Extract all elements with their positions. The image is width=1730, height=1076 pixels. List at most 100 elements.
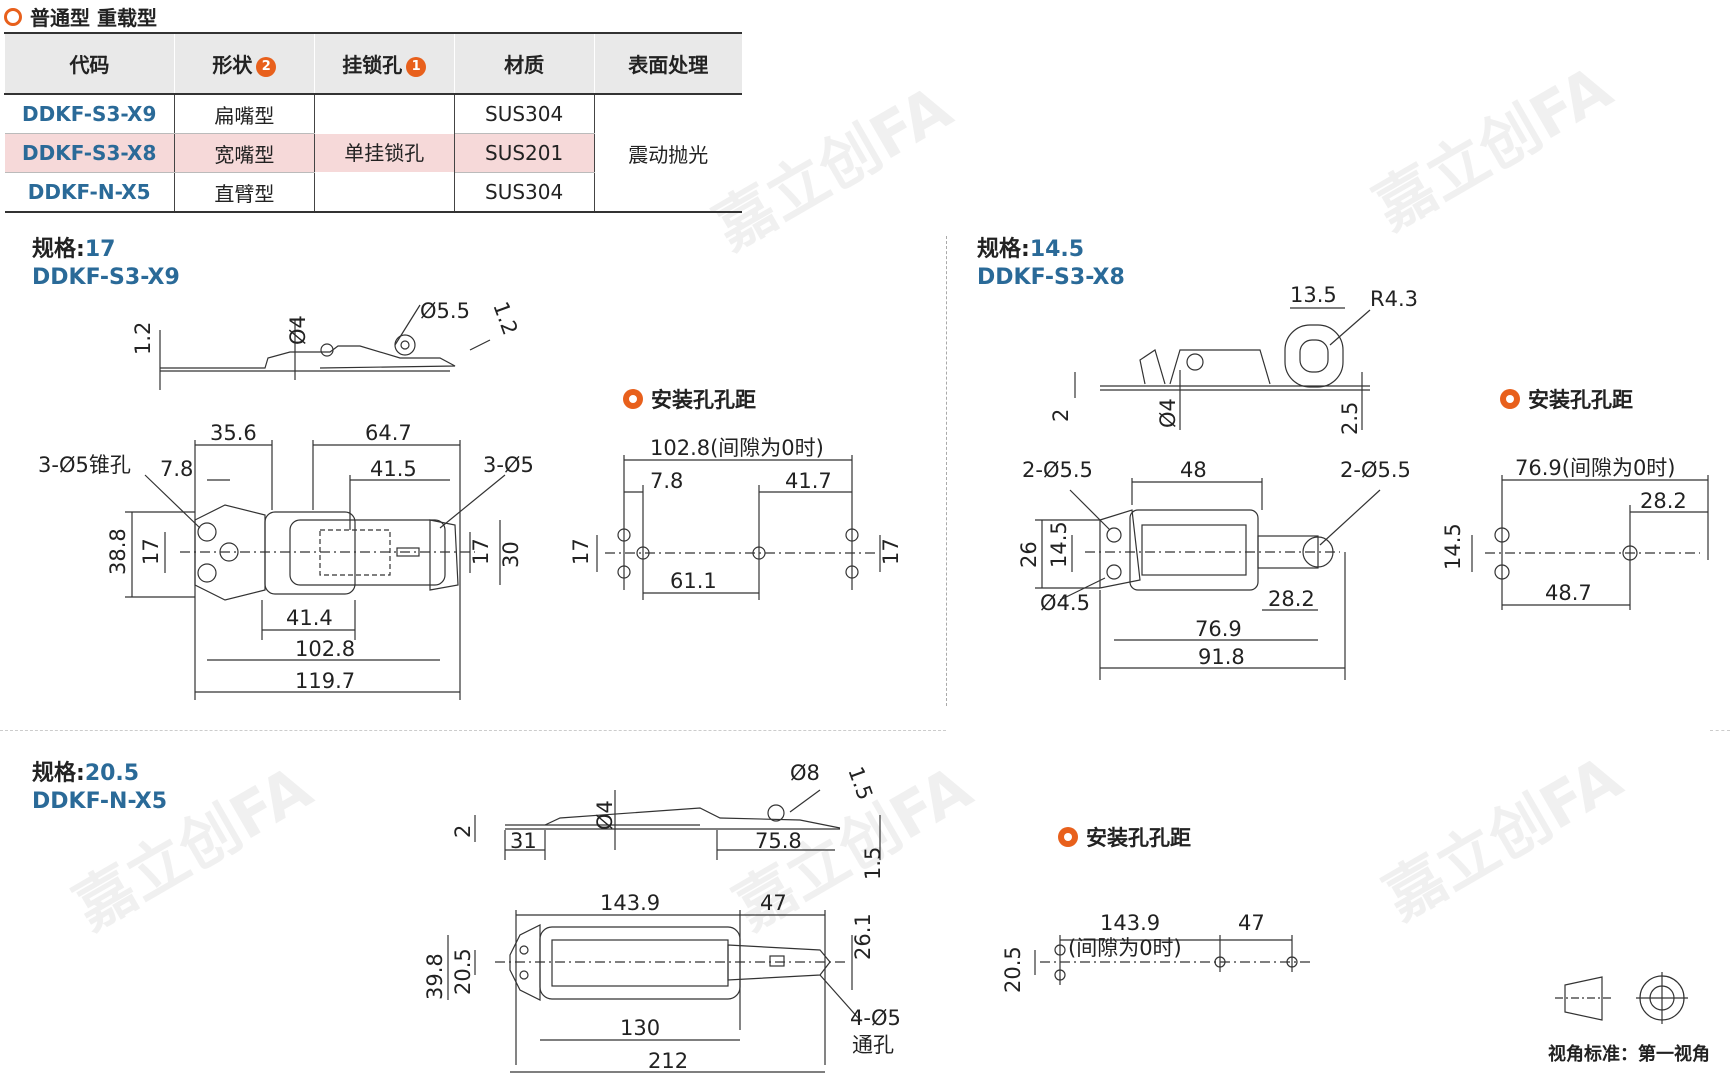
shape-cell: 直臂型 — [174, 172, 315, 213]
view-standard-label: 视角标准：第一视角 — [1548, 1044, 1710, 1065]
x9-top-view — [125, 440, 506, 700]
svg-text:35.6: 35.6 — [210, 421, 257, 445]
svg-text:41.7: 41.7 — [785, 469, 832, 493]
table-row: DDKF-S3-X9 扁嘴型 单挂锁孔 SUS304 震动抛光 — [4, 94, 742, 213]
x8-hole-pattern — [1471, 475, 1709, 610]
svg-text:64.7: 64.7 — [365, 421, 412, 445]
svg-text:28.2: 28.2 — [1268, 587, 1315, 611]
code-cell: DDKF-S3-X8 — [4, 133, 175, 173]
col-surface: 表面处理 — [593, 32, 742, 95]
svg-text:17: 17 — [569, 538, 593, 565]
svg-text:1.2: 1.2 — [488, 299, 522, 339]
svg-text:39.8: 39.8 — [423, 953, 447, 1000]
svg-text:38.8: 38.8 — [106, 528, 130, 575]
svg-text:2: 2 — [451, 825, 475, 838]
svg-text:(间隙为0时): (间隙为0时) — [1068, 936, 1182, 960]
install-title: 安装孔孔距 — [1500, 384, 1633, 414]
svg-text:26: 26 — [1017, 541, 1041, 568]
svg-text:2-Ø5.5: 2-Ø5.5 — [1340, 458, 1411, 482]
svg-text:76.9: 76.9 — [1195, 617, 1242, 641]
section-header: 普通型 重载型 — [4, 2, 157, 31]
spec-label-x5: 规格:20.5 DDKF-N-X5 — [32, 761, 168, 814]
x9-side-view — [159, 304, 491, 390]
svg-text:26.1: 26.1 — [851, 913, 875, 960]
x5-hole-pattern — [1034, 935, 1310, 985]
svg-text:61.1: 61.1 — [670, 569, 717, 593]
svg-text:4-Ø5: 4-Ø5 — [850, 1006, 901, 1030]
material-cell: SUS304 — [454, 94, 595, 134]
table-row: DDKF-S3-X8 宽嘴型 SUS201 — [4, 133, 743, 173]
svg-text:48.7: 48.7 — [1545, 581, 1592, 605]
first-angle-symbol — [1555, 972, 1688, 1024]
target-icon — [1058, 827, 1078, 847]
badge-2: 2 — [256, 56, 277, 77]
x8-side-view — [1074, 307, 1371, 430]
svg-text:30: 30 — [499, 541, 523, 568]
svg-text:31: 31 — [510, 829, 537, 853]
x5-side-view — [474, 789, 881, 860]
code-cell: DDKF-S3-X9 — [4, 94, 175, 134]
x5-top-view — [447, 910, 861, 1073]
svg-text:2-Ø5.5: 2-Ø5.5 — [1022, 458, 1093, 482]
x8-dim-labels: 13.5 R4.3 2 Ø4 2.5 2-Ø5.5 48 2-Ø5.5 26 1… — [1017, 283, 1418, 669]
svg-text:13.5: 13.5 — [1290, 283, 1337, 307]
svg-text:1.5: 1.5 — [843, 764, 877, 804]
x8-top-view — [1035, 478, 1381, 680]
svg-text:Ø8: Ø8 — [790, 761, 820, 785]
svg-text:3-Ø5锥孔: 3-Ø5锥孔 — [38, 453, 131, 477]
svg-text:2.5: 2.5 — [1338, 402, 1362, 435]
svg-text:Ø4.5: Ø4.5 — [1040, 591, 1090, 615]
svg-text:7.8: 7.8 — [160, 457, 193, 481]
section-title: 普通型 重载型 — [30, 6, 157, 30]
svg-text:41.5: 41.5 — [370, 457, 417, 481]
badge-1: 1 — [406, 56, 427, 77]
spec-label-x8: 规格:14.5 DDKF-S3-X8 — [977, 237, 1125, 290]
shape-cell: 扁嘴型 — [174, 94, 315, 134]
x5-dim-labels: 2 Ø4 Ø8 1.5 31 75.8 1.5 143.9 47 26.1 39… — [423, 761, 901, 1073]
svg-text:212: 212 — [648, 1049, 688, 1073]
svg-text:20.5: 20.5 — [451, 948, 475, 995]
x9-hole-pattern — [596, 455, 881, 600]
svg-text:17: 17 — [469, 538, 493, 565]
svg-text:102.8: 102.8 — [295, 637, 355, 661]
svg-text:76.9(间隙为0时): 76.9(间隙为0时) — [1515, 456, 1676, 480]
x5-hole-labels: 143.9 (间隙为0时) 47 20.5 — [1001, 911, 1265, 993]
install-title: 安装孔孔距 — [1058, 822, 1191, 852]
col-material: 材质 — [453, 32, 595, 95]
svg-text:119.7: 119.7 — [295, 669, 355, 693]
x9-hole-labels: 102.8(间隙为0时) 7.8 41.7 17 17 61.1 — [569, 436, 903, 593]
svg-text:Ø5.5: Ø5.5 — [420, 299, 470, 323]
svg-text:1.2: 1.2 — [131, 322, 155, 355]
x9-dim-labels: 1.2 Ø4 Ø5.5 1.2 35.6 64.7 3-Ø5锥孔 7.8 41.… — [38, 299, 534, 693]
svg-text:17: 17 — [879, 538, 903, 565]
svg-text:7.8: 7.8 — [650, 469, 683, 493]
material-cell: SUS201 — [454, 133, 595, 173]
svg-text:143.9: 143.9 — [1100, 911, 1160, 935]
target-icon — [623, 389, 643, 409]
spec-label-x9: 规格:17 DDKF-S3-X9 — [32, 237, 180, 290]
svg-text:130: 130 — [620, 1016, 660, 1040]
lock-cell: 单挂锁孔 — [314, 94, 455, 213]
svg-text:28.2: 28.2 — [1640, 489, 1687, 513]
svg-text:3-Ø5: 3-Ø5 — [483, 453, 534, 477]
svg-text:47: 47 — [1238, 911, 1265, 935]
svg-text:R4.3: R4.3 — [1370, 287, 1418, 311]
divider — [0, 730, 946, 731]
col-code: 代码 — [4, 32, 175, 95]
svg-text:47: 47 — [760, 891, 787, 915]
install-title: 安装孔孔距 — [623, 384, 756, 414]
surface-cell: 震动抛光 — [594, 94, 742, 213]
x8-hole-labels: 76.9(间隙为0时) 28.2 14.5 48.7 — [1441, 456, 1687, 605]
svg-text:14.5: 14.5 — [1441, 523, 1465, 570]
table-row: DDKF-N-X5 直臂型 SUS304 — [4, 172, 743, 213]
shape-cell: 宽嘴型 — [174, 133, 315, 173]
svg-text:17: 17 — [139, 538, 163, 565]
svg-text:75.8: 75.8 — [755, 829, 802, 853]
svg-text:143.9: 143.9 — [600, 891, 660, 915]
divider — [1710, 730, 1730, 731]
svg-text:通孔: 通孔 — [852, 1033, 894, 1057]
svg-text:102.8(间隙为0时): 102.8(间隙为0时) — [650, 436, 824, 460]
code-cell: DDKF-N-X5 — [4, 172, 175, 213]
